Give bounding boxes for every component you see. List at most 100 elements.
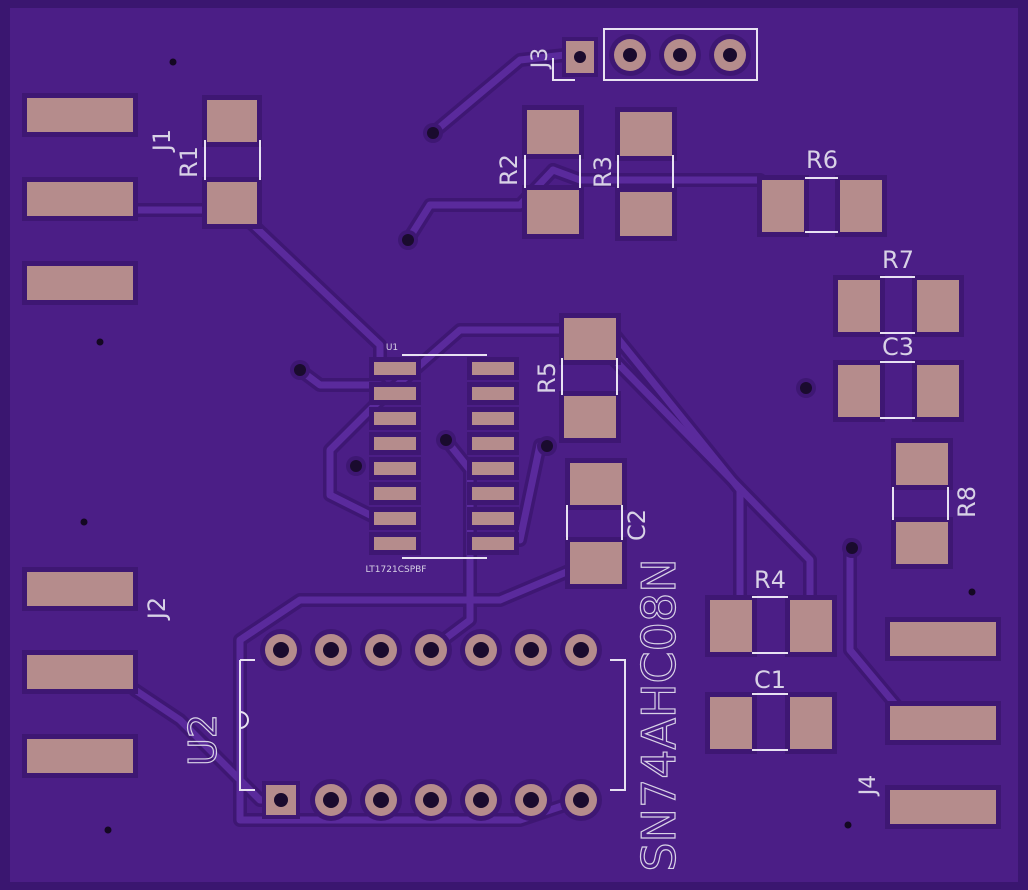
u2-pin-bot-7-hole — [573, 792, 589, 808]
c1-pad-1 — [710, 697, 752, 749]
u2-pin-1-hole — [274, 793, 288, 807]
label-u2: U2 — [181, 714, 225, 766]
r4-pad-1 — [710, 600, 752, 652]
through-hole-pads — [260, 34, 751, 821]
via-1 — [427, 127, 439, 139]
label-r2: R2 — [495, 154, 523, 186]
u1-outline — [402, 354, 487, 559]
c1-pad-2 — [790, 697, 832, 749]
label-j4: J4 — [856, 775, 881, 798]
r5-pad-2 — [564, 396, 616, 438]
fiducial-dot-3 — [80, 518, 88, 526]
j3-pin-2-hole — [623, 48, 637, 62]
r5-outline — [561, 358, 618, 395]
label-c3: C3 — [882, 333, 914, 361]
u2-notch — [239, 711, 249, 729]
u2-pin-top-2-hole — [323, 642, 339, 658]
c2-pad-1 — [570, 463, 622, 505]
r4-pad-2 — [790, 600, 832, 652]
r3-outline — [617, 155, 674, 188]
label-r4: R4 — [754, 566, 786, 594]
label-r6: R6 — [806, 146, 838, 174]
r6-outline — [805, 177, 838, 233]
j2-pad-3 — [27, 739, 133, 773]
j1-pad-1 — [27, 98, 133, 132]
fiducial-dot-5 — [968, 588, 976, 596]
u1-pad-r6 — [472, 487, 514, 500]
label-r5: R5 — [533, 362, 561, 394]
label-j3: J3 — [528, 48, 553, 71]
j2-pad-1 — [27, 572, 133, 606]
u1-pad-l8 — [374, 537, 416, 550]
u2-pin-bot-5-hole — [473, 792, 489, 808]
j1-pad-2 — [27, 182, 133, 216]
r4-outline — [752, 596, 788, 654]
smd-pads — [22, 93, 1001, 829]
j1-pad-3 — [27, 266, 133, 300]
fiducial-dot-4 — [104, 826, 112, 834]
label-u1-part: LT1721CSPBF — [366, 565, 427, 575]
u1-pad-r3 — [472, 412, 514, 425]
u2-outline — [239, 659, 626, 791]
fiducial-dot-2 — [96, 338, 104, 346]
c2-pad-2 — [570, 542, 622, 584]
label-c2: C2 — [623, 509, 651, 541]
r7-pad-2 — [917, 280, 959, 332]
u1-pad-r5 — [472, 462, 514, 475]
c3-pad-2 — [917, 365, 959, 417]
label-j1: J1 — [148, 129, 176, 153]
j3-outline — [603, 28, 758, 81]
u1-pad-l7 — [374, 512, 416, 525]
u2-pin-top-7-hole — [573, 642, 589, 658]
r1-pad-2 — [207, 182, 257, 224]
silkscreen-outlines — [204, 28, 949, 791]
r7-outline — [880, 276, 915, 334]
r8-pad-1 — [896, 443, 948, 485]
label-r7: R7 — [882, 246, 914, 274]
u1-pad-l1 — [374, 362, 416, 375]
r1-outline — [204, 140, 261, 180]
via-6 — [541, 440, 553, 452]
u2-pin-top-1-hole — [273, 642, 289, 658]
u1-pad-r4 — [472, 437, 514, 450]
via-5 — [350, 460, 362, 472]
r6-pad-1 — [762, 180, 804, 232]
label-r3: R3 — [589, 156, 617, 188]
via-3 — [294, 364, 306, 376]
j3-pin1-mark — [552, 58, 575, 81]
u1-pad-r8 — [472, 537, 514, 550]
r2-pad-1 — [527, 110, 579, 154]
u1-pad-r7 — [472, 512, 514, 525]
via-2 — [402, 234, 414, 246]
c1-outline — [752, 693, 788, 751]
r2-outline — [524, 155, 581, 188]
u2-pin-top-4-hole — [423, 642, 439, 658]
u1-pad-r2 — [472, 387, 514, 400]
r6-pad-2 — [840, 180, 882, 232]
label-r1: R1 — [175, 146, 203, 178]
vias — [80, 58, 976, 834]
label-c1: C1 — [754, 666, 786, 694]
r3-pad-1 — [620, 112, 672, 156]
r7-pad-1 — [838, 280, 880, 332]
label-r8: R8 — [953, 486, 981, 518]
j3-pin-3-hole — [673, 48, 687, 62]
u2-pin-top-3-hole — [373, 642, 389, 658]
u1-pad-l2 — [374, 387, 416, 400]
u2-pin-bot-6-hole — [523, 792, 539, 808]
r8-pad-2 — [896, 522, 948, 564]
j4-pad-2 — [890, 706, 996, 740]
r2-pad-2 — [527, 190, 579, 234]
r1-pad-1 — [207, 100, 257, 142]
j3-pin-4-hole — [723, 48, 737, 62]
u1-pad-l6 — [374, 487, 416, 500]
via-4 — [440, 434, 452, 446]
label-j2: J2 — [143, 597, 171, 621]
r5-pad-1 — [564, 318, 616, 360]
j3-pin-1-hole — [574, 51, 586, 63]
u1-pad-r1 — [472, 362, 514, 375]
u2-pin-top-6-hole — [523, 642, 539, 658]
u2-pin-bot-2-hole — [323, 792, 339, 808]
c2-outline — [566, 505, 623, 540]
